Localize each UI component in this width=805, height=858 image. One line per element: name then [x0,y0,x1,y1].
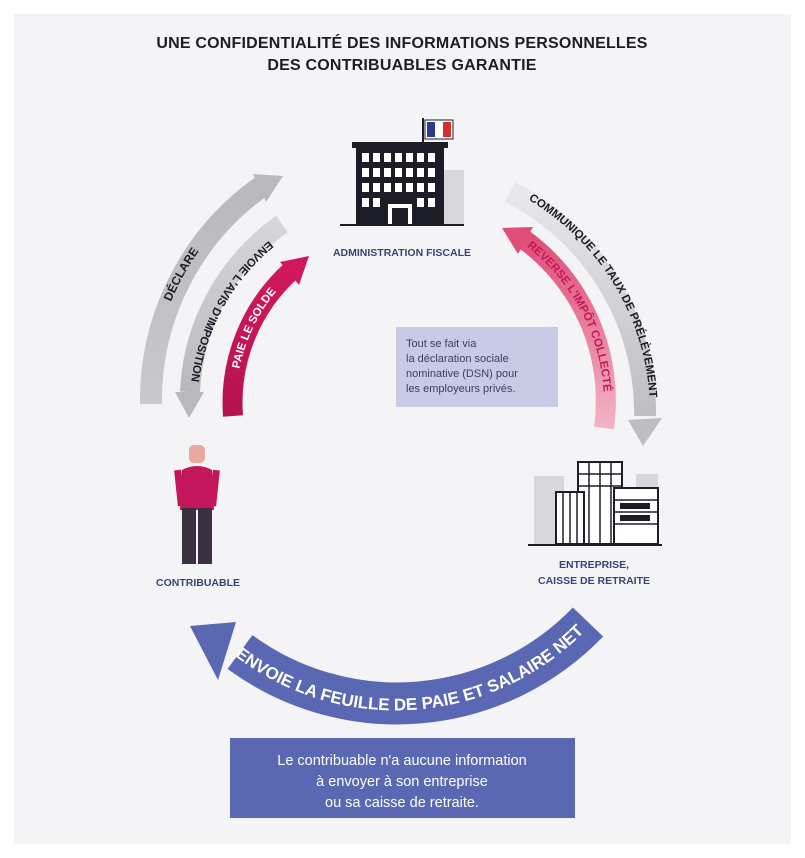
arrow-paie-solde [222,256,309,417]
arrowhead-solde [280,256,309,285]
arrowhead-avis [175,392,204,418]
note-line-1: Tout se fait via [406,338,477,350]
title-line-1: UNE CONFIDENTIALITÉ DES INFORMATIONS PER… [156,33,647,52]
bottom-line-3: ou sa caisse de retraite. [325,795,479,811]
note-line-4: les employeurs privés. [406,383,515,395]
arrow-avis-imposition [175,215,288,418]
arrowhead-feuille [190,622,236,680]
note-line-2: la déclaration sociale [406,353,509,365]
title-line-2: DES CONTRIBUABLES GARANTIE [267,57,536,74]
arrow-feuille-paie [190,607,604,725]
label-entreprise-line-1: ENTREPRISE, [559,559,629,571]
bottom-info-box: Le contribuable n'a aucune information à… [230,738,575,818]
note-line-3: nominative (DSN) pour [406,368,518,380]
arrowhead-declare [253,174,283,202]
label-contribuable: CONTRIBUABLE [156,577,240,589]
bottom-line-1: Le contribuable n'a aucune information [277,753,526,769]
arrow-reverse-impot [502,227,616,430]
bottom-line-2: à envoyer à son entreprise [316,774,488,790]
arrow-communique-taux [504,182,662,446]
label-entreprise-line-2: CAISSE DE RETRAITE [538,575,650,587]
person-icon [174,445,220,564]
dsn-note-box: Tout se fait via la déclaration sociale … [396,327,558,407]
arrowhead-taux [628,418,662,446]
label-administration: ADMINISTRATION FISCALE [333,247,471,259]
government-building-icon [340,118,464,226]
office-building-icon [528,461,662,546]
arrowhead-reverse [502,227,533,254]
